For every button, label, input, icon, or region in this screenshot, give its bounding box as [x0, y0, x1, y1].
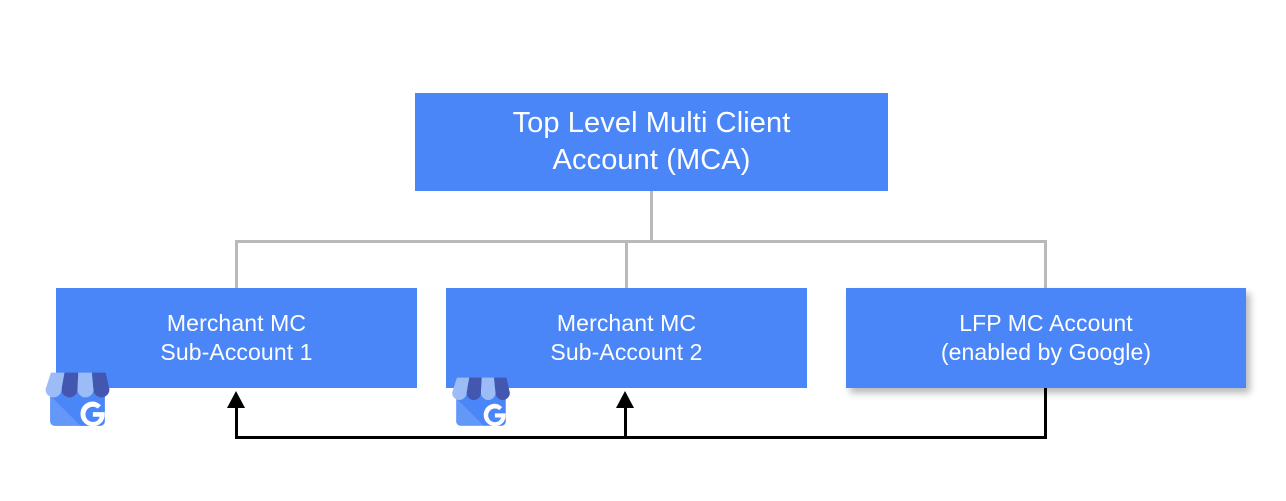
- connector-drop-sub1: [235, 240, 238, 289]
- node-lfp-mc-account-line1: LFP MC Account: [959, 309, 1133, 336]
- connector-root-stem: [650, 191, 653, 243]
- node-lfp-mc-account-line2: (enabled by Google): [940, 339, 1152, 365]
- feedback-arrow-shaft-sub2: [624, 404, 627, 438]
- node-merchant-sub-account-2[interactable]: Merchant MC Sub-Account 2: [446, 288, 807, 388]
- node-top-level-mca-line1: Top Level Multi Client: [512, 106, 791, 139]
- node-top-level-mca[interactable]: Top Level Multi Client Account (MCA): [415, 93, 888, 191]
- connector-horizontal-bus: [235, 240, 1047, 243]
- arrowhead-icon-sub2: [616, 391, 634, 408]
- feedback-connector-bus: [235, 436, 1047, 439]
- node-merchant-sub-account-1-line1: Merchant MC: [166, 309, 307, 336]
- connector-drop-lfp: [1044, 240, 1047, 289]
- feedback-arrow-shaft-sub1: [235, 404, 238, 438]
- node-merchant-sub-account-2-line1: Merchant MC: [556, 309, 697, 336]
- google-my-business-icon: [452, 377, 510, 427]
- feedback-connector-riser: [1044, 388, 1047, 439]
- node-top-level-mca-line2: Account (MCA): [552, 144, 751, 176]
- google-my-business-icon: [45, 372, 110, 427]
- node-lfp-mc-account[interactable]: LFP MC Account (enabled by Google): [846, 288, 1246, 388]
- node-merchant-sub-account-1[interactable]: Merchant MC Sub-Account 1: [56, 288, 417, 388]
- node-merchant-sub-account-2-line2: Sub-Account 2: [550, 339, 703, 365]
- arrowhead-icon-sub1: [227, 391, 245, 408]
- connector-drop-sub2: [625, 240, 628, 289]
- node-merchant-sub-account-1-line2: Sub-Account 1: [160, 339, 313, 365]
